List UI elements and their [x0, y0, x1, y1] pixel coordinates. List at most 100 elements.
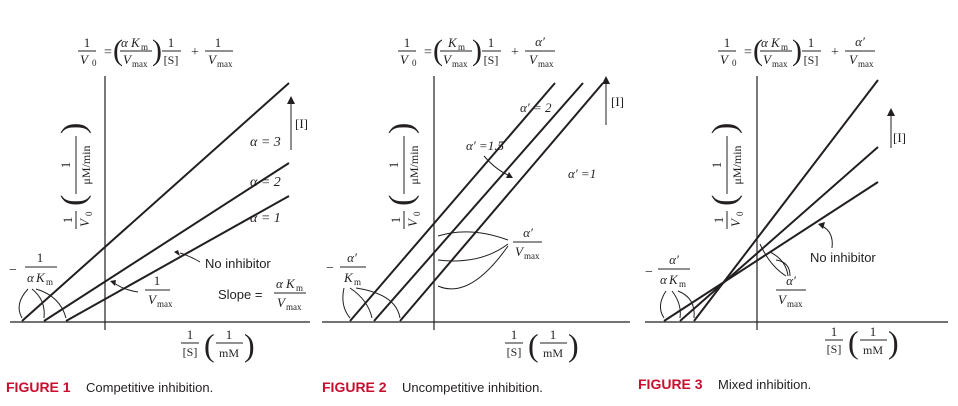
svg-text:): ) — [706, 123, 743, 134]
svg-text:1: 1 — [404, 35, 411, 50]
fig1-line-alpha-2 — [43, 162, 290, 322]
svg-text:max: max — [524, 251, 540, 261]
svg-text:K: K — [668, 272, 679, 287]
svg-text:max: max — [452, 59, 468, 69]
svg-text:V: V — [728, 217, 743, 227]
svg-text:(: ( — [204, 327, 215, 363]
fig1-label-alpha-2: α = 2 — [250, 175, 281, 190]
svg-text:α′: α′ — [786, 273, 796, 288]
svg-text:μM/min: μM/min — [730, 145, 744, 184]
svg-text:α′: α′ — [523, 225, 533, 240]
fig2-label-alpha-prime-2: α′ = 2 — [520, 100, 552, 115]
svg-text:[S]: [S] — [827, 342, 842, 356]
fig2-label-alpha-prime-1: α′ =1 — [568, 166, 596, 181]
svg-text:m: m — [458, 42, 465, 52]
svg-text:[S]: [S] — [183, 345, 198, 359]
svg-text:m: m — [141, 42, 148, 52]
svg-text:α′: α′ — [855, 34, 865, 49]
svg-text:): ) — [244, 327, 255, 363]
svg-text:(: ( — [433, 34, 443, 67]
fig2-x-axis-label: 1 [S] ( 1 mM ) — [505, 327, 579, 363]
svg-text:Slope =: Slope = — [218, 287, 262, 302]
fig3-x-intercept-label: − α′ α K m — [645, 252, 695, 319]
svg-text:m: m — [354, 277, 361, 287]
svg-text:V: V — [849, 52, 859, 67]
fig3-no-inhibitor-pointer — [821, 225, 833, 249]
fig1-label-alpha-3: α = 3 — [250, 135, 281, 150]
svg-text:0: 0 — [412, 211, 422, 216]
svg-text:[S]: [S] — [164, 53, 179, 67]
svg-text:K: K — [285, 276, 296, 291]
svg-text:α′: α′ — [669, 252, 679, 267]
svg-text:1: 1 — [870, 324, 877, 339]
svg-text:μM/min: μM/min — [407, 145, 421, 184]
fig3-alpha-prime-over-vmax: α′ V max — [759, 243, 806, 309]
svg-text:V: V — [277, 295, 287, 310]
svg-text:m: m — [781, 42, 788, 52]
svg-text:max: max — [217, 59, 233, 69]
svg-text:(: ( — [848, 324, 859, 360]
svg-text:=: = — [104, 45, 112, 60]
fig2-y-axis-label: 1 V 0 ( 1 μM/min ) — [383, 123, 422, 229]
svg-text:max: max — [772, 59, 788, 69]
svg-text:1: 1 — [37, 250, 44, 265]
fig3-caption-label: FIGURE 3 — [638, 376, 703, 392]
svg-text:V: V — [123, 52, 133, 67]
svg-text:V: V — [515, 244, 525, 259]
svg-text:=: = — [744, 45, 752, 60]
svg-text:0: 0 — [84, 211, 94, 216]
svg-text:V: V — [720, 52, 730, 67]
svg-text:V: V — [778, 292, 788, 307]
svg-text:max: max — [286, 302, 302, 312]
svg-text:1: 1 — [215, 35, 222, 50]
svg-text:μM/min: μM/min — [79, 145, 93, 184]
svg-text:1: 1 — [60, 217, 75, 224]
svg-text:α: α — [660, 272, 668, 287]
svg-text:−: − — [326, 261, 334, 276]
svg-text:−: − — [9, 263, 17, 278]
fig3-inhibitor-label: [I] — [893, 130, 906, 145]
svg-text:−: − — [645, 265, 653, 280]
svg-text:α: α — [121, 35, 129, 50]
svg-text:V: V — [208, 52, 218, 67]
fig1-one-over-vmax: 1 V max — [110, 273, 173, 309]
fig1-caption-label: FIGURE 1 — [6, 379, 71, 395]
svg-text:1: 1 — [709, 162, 724, 169]
svg-text:1: 1 — [386, 162, 401, 169]
svg-text:+: + — [191, 45, 199, 60]
svg-text:K: K — [35, 270, 46, 285]
fig1-y-axis-label: 1 V 0 ( 1 μM/min ) — [55, 123, 94, 229]
fig3-line-no-inhibitor — [663, 181, 879, 322]
svg-text:1: 1 — [511, 327, 518, 342]
svg-text:(: ( — [383, 195, 420, 206]
svg-text:K: K — [770, 35, 781, 50]
svg-text:+: + — [831, 45, 839, 60]
svg-text:[S]: [S] — [484, 53, 499, 67]
svg-text:max: max — [132, 59, 148, 69]
fig1-label-alpha-1: α = 1 — [250, 211, 281, 226]
svg-text:): ) — [568, 327, 579, 363]
fig2-label-alpha-prime-1-5: α′ =1.5 — [466, 138, 504, 153]
svg-text:α′: α′ — [347, 250, 357, 265]
svg-text:V: V — [80, 52, 90, 67]
svg-text:max: max — [858, 59, 874, 69]
fig2-inhibitor-label: [I] — [611, 94, 624, 109]
fig3-caption-text: Mixed inhibition. — [718, 377, 811, 392]
svg-text:[S]: [S] — [804, 53, 819, 67]
svg-text:max: max — [787, 299, 803, 309]
figure-2-uncompetitive: 1 V 0 = ( K m V max ) 1 [S] + α′ V max α… — [322, 34, 630, 395]
svg-text:1: 1 — [711, 217, 726, 224]
fig1-slope: Slope = α K m V max — [218, 276, 306, 312]
svg-text:α′: α′ — [535, 34, 545, 49]
svg-text:1: 1 — [550, 327, 557, 342]
svg-text:V: V — [405, 217, 420, 227]
svg-text:K: K — [130, 35, 141, 50]
svg-text:α: α — [27, 270, 35, 285]
svg-text:1: 1 — [831, 324, 838, 339]
fig2-equation: 1 V 0 = ( K m V max ) 1 [S] + α′ V max — [398, 34, 555, 69]
svg-text:): ) — [888, 324, 899, 360]
svg-text:=: = — [424, 45, 432, 60]
svg-text:): ) — [152, 34, 162, 67]
figure-3-mixed: 1 V 0 = ( α K m V max ) 1 [S] + α′ V max — [638, 34, 948, 392]
